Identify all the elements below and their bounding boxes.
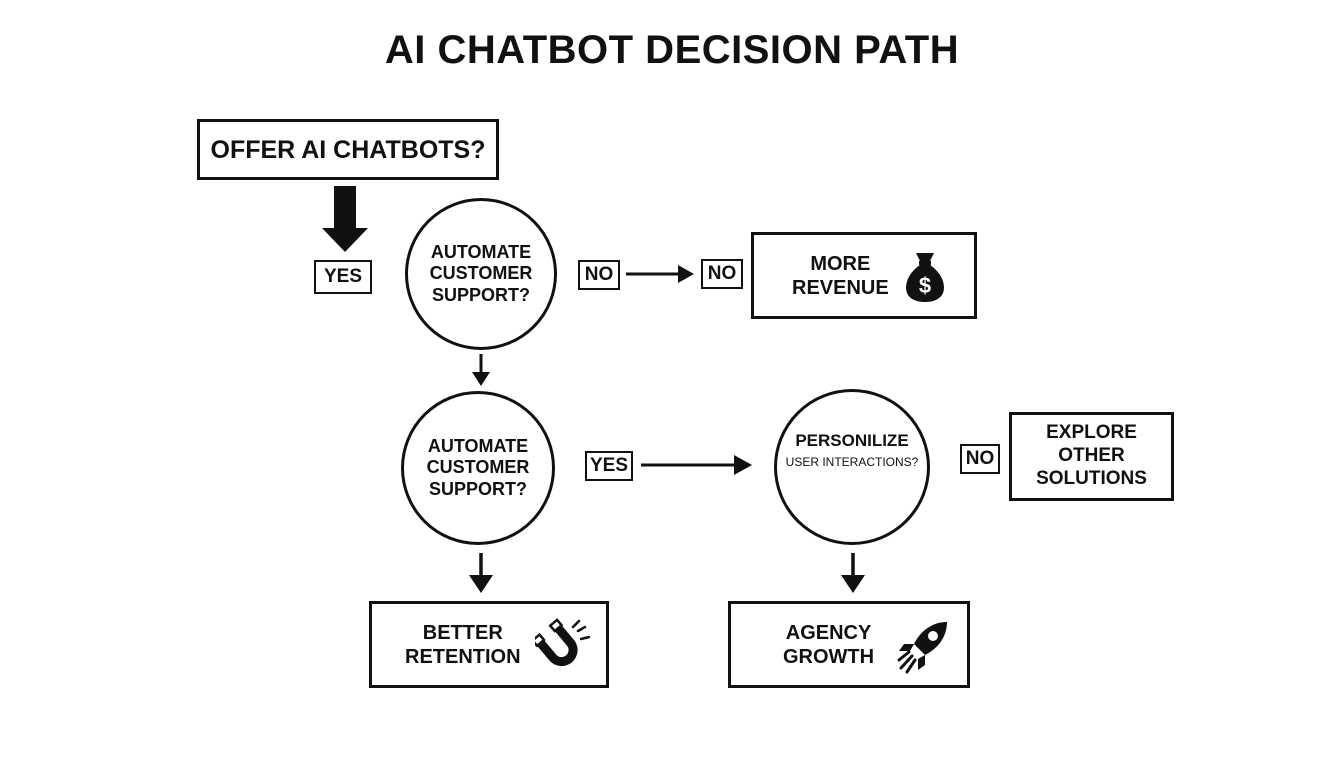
outcome-agency-growth: AGENCY GROWTH	[728, 601, 970, 688]
explore-line-2: OTHER	[1058, 445, 1125, 467]
edge-label-q2-yes: YES	[585, 451, 633, 481]
explore-line-1: EXPLORE	[1046, 422, 1137, 444]
explore-line-3: SOLUTIONS	[1036, 467, 1147, 489]
outcome-better-retention: BETTER RETENTION	[369, 601, 609, 688]
edge-label-start-yes: YES	[314, 260, 372, 294]
outcome-more-revenue: MORE REVENUE $	[751, 232, 977, 319]
q2-line-1: AUTOMATE	[427, 435, 529, 456]
retention-line-2: RETENTION	[405, 645, 521, 668]
edge-label-q1-no-left: NO	[578, 260, 620, 290]
page-title: AI CHATBOT DECISION PATH	[384, 28, 960, 72]
edge-label-q1-no-right: NO	[701, 259, 743, 289]
q1-line-1: AUTOMATE	[430, 241, 532, 262]
q3-line-2: USER INTERACTIONS?	[785, 455, 919, 469]
money-bag-icon: $	[906, 253, 944, 302]
growth-line-2: GROWTH	[783, 645, 875, 668]
revenue-line-2: REVENUE	[792, 276, 889, 299]
svg-text:$: $	[919, 273, 931, 298]
outcome-explore-other-solutions: EXPLORE OTHER SOLUTIONS	[1009, 412, 1174, 501]
start-node: OFFER AI CHATBOTS?	[197, 119, 499, 180]
q1-line-2: CUSTOMER	[429, 263, 533, 284]
retention-line-1: BETTER	[422, 621, 503, 644]
rocket-icon	[897, 622, 947, 674]
q1-line-3: SUPPORT?	[431, 284, 530, 305]
decision-personalize-interactions: PERSONILIZE USER INTERACTIONS?	[774, 389, 930, 545]
q2-line-3: SUPPORT?	[428, 478, 527, 499]
growth-line-1: AGENCY	[785, 621, 872, 644]
magnet-icon	[535, 618, 591, 667]
decision-automate-support-2: AUTOMATE CUSTOMER SUPPORT?	[401, 391, 555, 545]
revenue-line-1: MORE	[810, 252, 871, 275]
edge-label-q3-no: NO	[960, 444, 1000, 474]
q2-line-2: CUSTOMER	[426, 457, 530, 478]
decision-automate-support-1: AUTOMATE CUSTOMER SUPPORT?	[405, 198, 557, 350]
q3-line-1: PERSONILIZE	[795, 430, 909, 450]
start-label: OFFER AI CHATBOTS?	[210, 135, 486, 164]
arrow-start-down	[322, 186, 368, 252]
